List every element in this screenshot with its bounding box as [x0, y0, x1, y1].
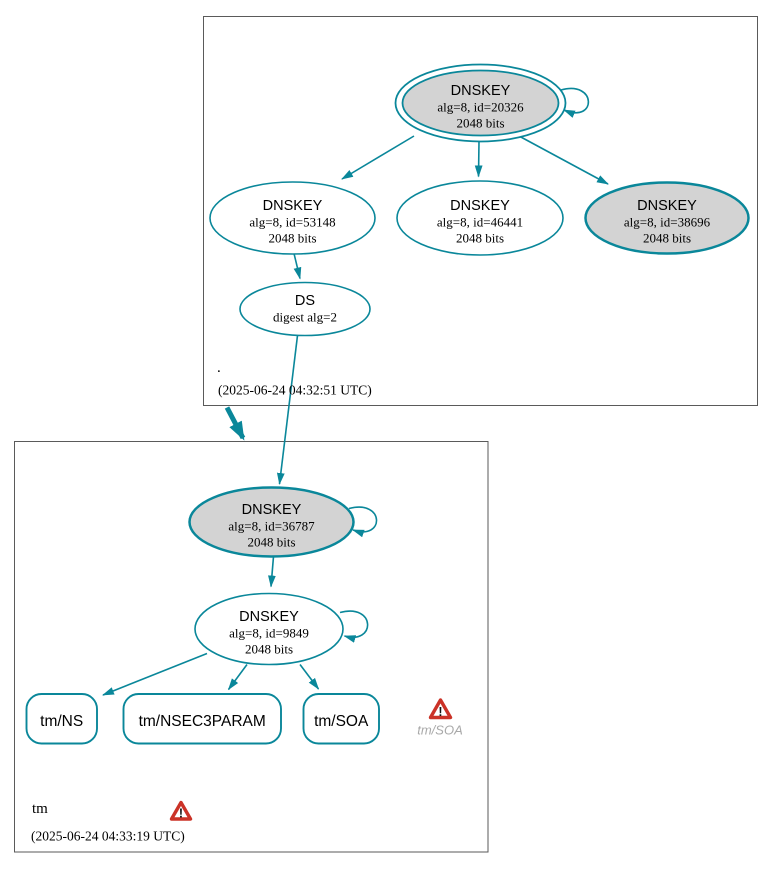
node-algid: alg=8, id=46441: [437, 215, 523, 230]
warning-icon: [169, 800, 193, 821]
dnskey-ellipse: [194, 592, 344, 666]
tm-zone-label: tm: [32, 801, 48, 817]
node-bits: 2048 bits: [643, 231, 691, 246]
dnskey-inner-ellipse: [401, 69, 560, 137]
warning-icon: [428, 698, 453, 720]
node-root-dnskey-38696[interactable]: DNSKEY alg=8, id=38696 2048 bits: [584, 181, 750, 255]
node-digest: digest alg=2: [273, 310, 337, 325]
node-root-dnskey-53148[interactable]: DNSKEY alg=8, id=53148 2048 bits: [209, 181, 376, 255]
root-zone-label: .: [217, 360, 221, 376]
edge-tm-ksk-to-tm-zsk: [268, 556, 276, 588]
node-title: DNSKEY: [242, 502, 302, 518]
node-tm-soa-warning[interactable]: ! tm/SOA: [417, 698, 463, 738]
edge-tm-zsk-self-sign: [339, 610, 369, 643]
rrset-rect: [302, 693, 380, 745]
edge-root-ksk-self-sign: [560, 87, 590, 118]
rrset-label: tm/SOA: [314, 713, 369, 730]
node-tm-ns[interactable]: tm/NS: [25, 693, 98, 745]
node-title: DNSKEY: [450, 198, 510, 214]
node-bits: 2048 bits: [247, 535, 295, 550]
node-root-dnskey-46441[interactable]: DNSKEY alg=8, id=46441 2048 bits: [396, 180, 564, 256]
tm-zone-warning[interactable]: !: [169, 800, 193, 821]
edge-root-ksk-to-zsk-53148: [341, 135, 415, 180]
edge-root-ksk-to-zsk-38696: [518, 135, 609, 185]
rrset-label: tm/NS: [40, 713, 83, 730]
node-bits: 2048 bits: [268, 231, 316, 246]
tm-soa-warning-label: tm/SOA: [417, 723, 463, 738]
dnskey-ellipse: [584, 181, 750, 255]
node-bits: 2048 bits: [245, 642, 293, 657]
node-algid: alg=8, id=53148: [249, 215, 335, 230]
edge-tm-zsk-to-nsec3param: [227, 664, 248, 691]
edge-root-zone-to-tm-zone: [224, 406, 246, 441]
node-algid: alg=8, id=38696: [624, 215, 711, 230]
node-algid: alg=8, id=9849: [229, 626, 309, 641]
edge-root-ksk-to-zsk-46441: [474, 141, 483, 178]
node-title: DNSKEY: [451, 83, 511, 99]
edge-tm-ksk-self-sign: [348, 506, 378, 538]
node-title: DNSKEY: [263, 198, 323, 214]
node-tm-dnskey-36787[interactable]: DNSKEY alg=8, id=36787 2048 bits: [188, 486, 355, 558]
dnskey-ellipse: [396, 180, 564, 256]
edge-tm-zsk-to-ns: [102, 652, 208, 696]
node-tm-nsec3param[interactable]: tm/NSEC3PARAM: [122, 693, 282, 745]
edge-ds-to-tm-ksk: [276, 335, 299, 485]
node-bits: 2048 bits: [456, 116, 504, 131]
node-bits: 2048 bits: [456, 231, 504, 246]
node-title: DS: [295, 293, 315, 309]
rrset-rect: [122, 693, 282, 745]
tm-zone-timestamp: (2025-06-24 04:33:19 UTC): [31, 829, 185, 844]
root-zone-timestamp: (2025-06-24 04:32:51 UTC): [218, 383, 372, 398]
ds-ellipse: [239, 281, 371, 337]
warning-exclamation: !: [179, 807, 183, 821]
node-algid: alg=8, id=20326: [437, 100, 524, 115]
node-title: DNSKEY: [637, 198, 697, 214]
dnskey-ellipse: [188, 486, 355, 558]
edge-zsk-53148-to-ds: [293, 253, 302, 280]
node-root-dnskey-20326[interactable]: DNSKEY alg=8, id=20326 2048 bits: [394, 63, 567, 143]
warning-exclamation: !: [438, 705, 442, 719]
rrset-rect: [25, 693, 98, 745]
node-tm-dnskey-9849[interactable]: DNSKEY alg=8, id=9849 2048 bits: [194, 592, 344, 666]
dnskey-ellipse: [209, 181, 376, 255]
rrset-label: tm/NSEC3PARAM: [139, 713, 266, 730]
node-algid: alg=8, id=36787: [228, 519, 315, 534]
node-title: DNSKEY: [239, 609, 299, 625]
node-tm-soa[interactable]: tm/SOA: [302, 693, 380, 745]
node-root-ds[interactable]: DS digest alg=2: [239, 281, 371, 337]
edge-tm-zsk-to-soa: [299, 664, 320, 690]
